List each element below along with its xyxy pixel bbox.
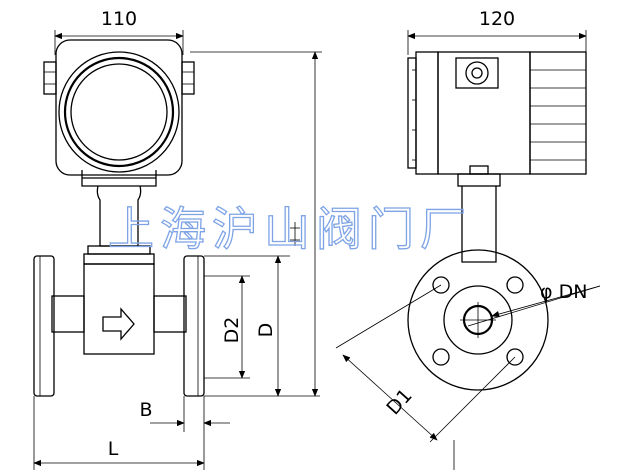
dim-d2-d: D2 D xyxy=(204,222,320,397)
bolt-hole xyxy=(432,276,450,294)
dim-110-label: 110 xyxy=(101,8,137,30)
dim-l-label: L xyxy=(108,438,119,460)
bolt-hole xyxy=(506,276,524,294)
right-flange xyxy=(183,255,205,397)
flow-direction-arrow xyxy=(102,307,135,341)
dim-b-label: B xyxy=(139,399,152,421)
dim-110: 110 xyxy=(54,8,184,55)
meter-body xyxy=(33,255,205,397)
dim-height xyxy=(190,51,322,397)
flange-outer xyxy=(407,249,549,391)
bolt-hole xyxy=(506,348,524,366)
dim-b: B xyxy=(139,396,230,432)
transmitter-housing xyxy=(43,39,195,187)
display-cover-outer xyxy=(58,51,180,173)
neck xyxy=(83,185,155,265)
dim-dn: φ DN xyxy=(467,281,601,327)
dim-dn-label: φ DN xyxy=(540,281,587,303)
dim-d1: D1 xyxy=(335,284,516,470)
side-neck xyxy=(461,186,497,263)
dim-d1-label: D1 xyxy=(382,385,416,420)
dim-120: 120 xyxy=(407,8,587,55)
dim-120-label: 120 xyxy=(479,8,515,30)
dim-d2-label: D2 xyxy=(221,317,243,344)
flange-face xyxy=(407,249,549,391)
dim-l: L xyxy=(33,396,205,470)
front-view: 110 xyxy=(33,8,322,470)
dim-d-label: D xyxy=(255,323,277,338)
cable-gland xyxy=(465,61,489,85)
watermark: 上海沪山阀门厂 xyxy=(108,202,472,256)
housing-side xyxy=(407,51,587,187)
bolt-hole xyxy=(432,348,450,366)
left-flange xyxy=(33,255,55,397)
